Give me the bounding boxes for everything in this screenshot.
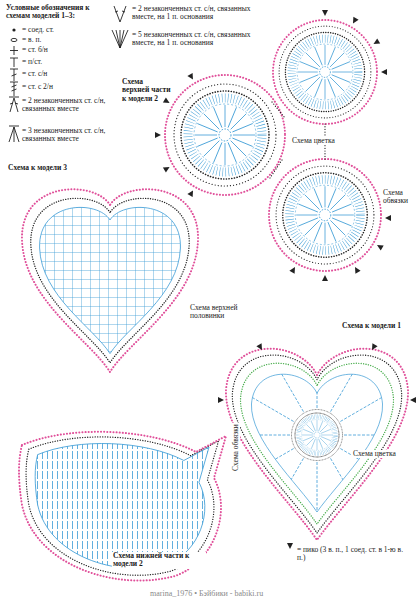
legend-text: = 3 незаконченных ст. с/н, связанных вме…: [22, 127, 110, 144]
scheme-label: Схема цветка: [352, 450, 397, 458]
legend-text: = ст. б/н: [22, 46, 48, 54]
legend-text: = 2 незаконченных ст. с/н, связанных вме…: [132, 5, 258, 22]
scheme-label: Схема обвязки: [382, 189, 414, 206]
legend-text: = в. п.: [22, 36, 41, 44]
scheme-heading: Схема к модели 1: [342, 322, 406, 330]
scheme-label: Схема верхней половинки: [190, 304, 260, 321]
scheme-label: Схема цветка: [291, 137, 336, 145]
legend-text: = 2 незаконченных ст. с/н, связанных вме…: [22, 97, 110, 114]
scheme-heading: Схема нижней части к модели 2: [112, 552, 206, 569]
legend-note: = пико (3 в. п., 1 соед. ст. в 1-ю в. п.…: [296, 546, 414, 563]
scheme-label: Схема обвязки: [232, 423, 240, 472]
watermark: marina_1976 • Бэйбики - babiki.ru: [150, 590, 263, 599]
legend-text: = соед. ст.: [22, 26, 54, 34]
scheme-heading: Схема верхней части к модели 2: [122, 78, 172, 103]
legend-title: Условные обозначения к схемам моделей 1–…: [6, 4, 110, 21]
legend-text: = п/ст.: [22, 58, 42, 66]
scheme-heading: Схема к модели 3: [8, 164, 67, 172]
legend-text: = 5 незаконченных ст. с/н, связанных вме…: [132, 31, 258, 48]
legend-text: = ст. с 2/н: [22, 83, 53, 91]
legend-text: = ст. с/н: [22, 70, 47, 78]
